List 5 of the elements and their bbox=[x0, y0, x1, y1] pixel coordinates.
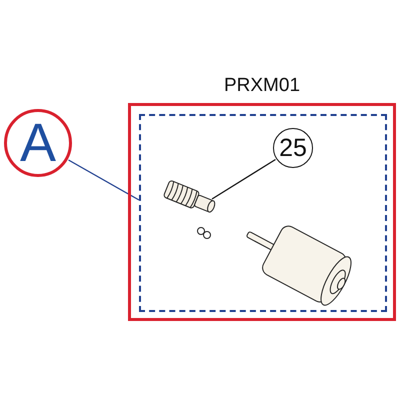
dashed-frame bbox=[139, 114, 387, 312]
callout-bubble: A bbox=[4, 109, 72, 177]
callout-bubble: 25 bbox=[273, 128, 313, 168]
assembly-code: PRXM01 bbox=[222, 74, 302, 98]
leader-line bbox=[212, 159, 276, 200]
